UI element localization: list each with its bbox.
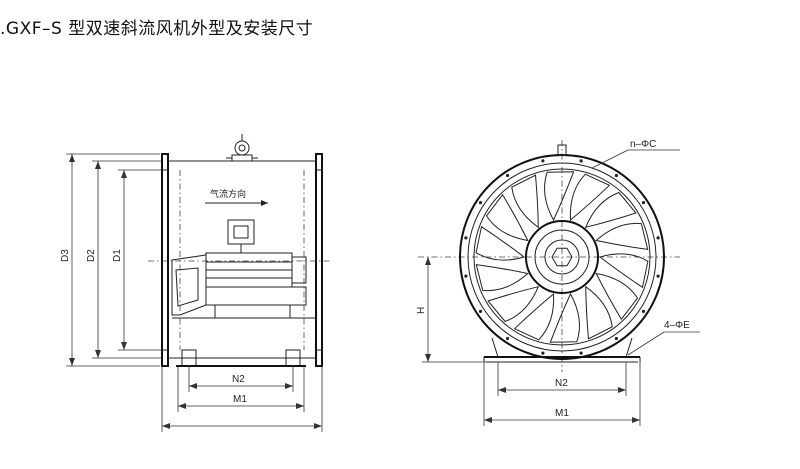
hole-leader-top [591,149,629,169]
impeller-blade [584,191,637,229]
flange-bolt-hole [506,336,510,341]
impeller-blade [585,285,613,340]
casing-ring [473,168,651,346]
hole-label-top: n–ΦC [630,139,656,150]
svg-text:H: H [416,307,427,314]
side-left-flange [161,153,169,367]
impeller-blade [485,193,529,242]
dim-side-m1: M1 [177,366,305,412]
impeller-blades [475,171,649,343]
impeller-blade [511,174,539,229]
impeller-blade [598,253,649,289]
flange-bolt-hole [464,236,468,240]
page-title: .GXF–S 型双速斜流风机外型及安装尺寸 [0,19,314,39]
impeller-blade [595,272,639,321]
flange-bolt-hole [641,201,646,205]
flange-bolt-hole [656,274,660,278]
impeller-blade [544,171,575,222]
motor [171,252,316,319]
dim-side-overall [161,366,323,432]
flange-bolt-holes [464,159,660,355]
flange-bolt-hole [579,159,583,163]
svg-text:N2: N2 [232,374,245,385]
dim-front-m1: M1 [483,362,641,426]
flange-bolt-hole [579,351,583,355]
svg-text:N2: N2 [555,378,568,389]
impeller-blade [487,285,540,323]
flange-bolt-hole [506,173,510,178]
side-right-flange [315,153,323,367]
svg-text:M1: M1 [233,394,247,405]
impeller-blade [595,222,649,250]
dim-d1: D1 [112,169,162,351]
impeller-blade [569,173,611,222]
hub-nut [551,247,573,267]
svg-text:M1: M1 [555,408,569,419]
inner-flange-ring [467,162,657,352]
flange-bolt-hole [614,336,619,341]
flange-bolt-hole [541,159,545,163]
lifting-eye [226,134,258,162]
dim-d3: D3 [60,153,160,367]
flange-bolt-hole [464,274,468,278]
junction-box [227,219,255,253]
front-top-lug [557,144,567,156]
flange-bolt-hole [541,351,545,355]
side-view: 气流方向 [60,134,330,432]
front-view: n–ΦC 4–ΦE H N2 M1 [416,139,700,426]
svg-text:D3: D3 [60,249,71,262]
flange-bolt-hole [641,309,646,313]
hub-inner [544,239,580,275]
hole-label-bottom: 4–ΦE [664,320,690,331]
hub-middle [534,229,590,285]
dim-front-n2: N2 [497,362,627,396]
impeller-blade [475,264,529,292]
impeller-blade [513,292,555,341]
flange-bolt-hole [478,201,483,205]
svg-text:D1: D1 [112,249,123,262]
impeller-blade [549,292,580,343]
flange-bolt-hole [614,173,619,178]
airflow-label: 气流方向 [210,188,246,200]
dim-h: H [416,257,486,363]
dim-d2: D2 [86,160,162,359]
dim-side-n2: N2 [188,366,294,392]
hole-leader-bottom [627,331,665,356]
hub-outer [525,220,599,294]
impeller-blade [475,225,526,261]
flange-bolt-hole [478,309,483,313]
svg-text:D2: D2 [86,249,97,262]
airflow-arrowhead [261,200,268,206]
flange-bolt-hole [656,236,660,240]
front-base [483,337,641,363]
